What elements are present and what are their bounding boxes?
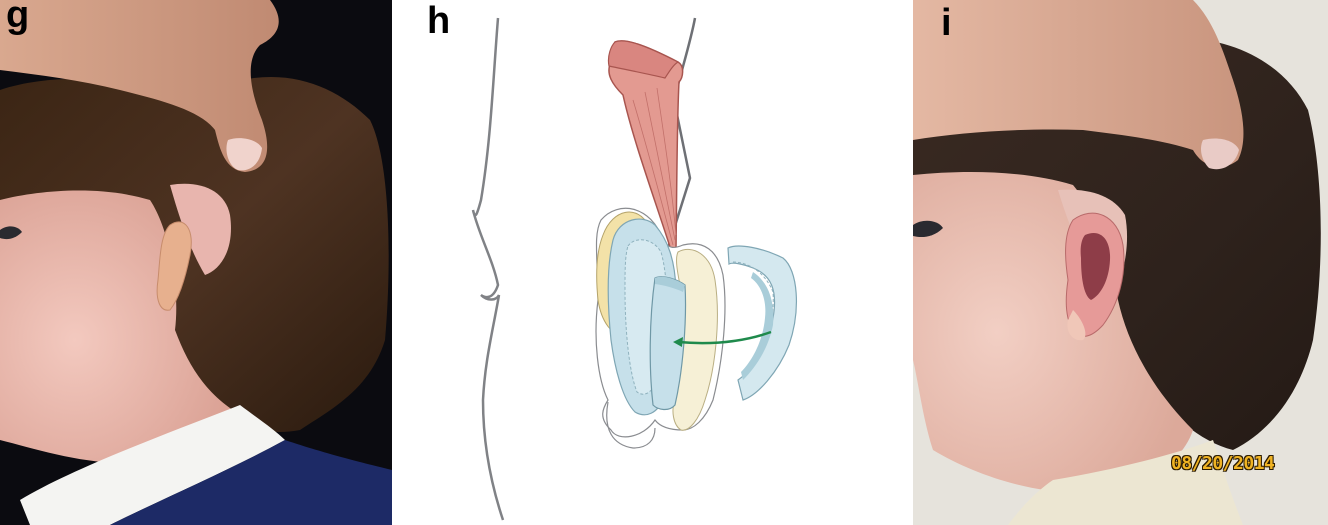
reconstructed-ear xyxy=(1065,212,1125,341)
preop-photo-illustration xyxy=(0,0,392,525)
panel-h-illustration: h xyxy=(393,0,911,525)
cartilage-graft-piece-icon xyxy=(727,245,797,401)
rotation-arrow-icon xyxy=(673,330,772,347)
panel-label-g: g xyxy=(6,0,30,36)
photo-date-stamp: 08/20/2014 xyxy=(1171,453,1275,474)
postop-photo-illustration xyxy=(913,0,1328,525)
ear-reconstruction-diagram xyxy=(471,17,797,521)
panel-g-preop-photo: g xyxy=(0,0,392,525)
head-profile-outline xyxy=(471,17,505,521)
temporoparietal-fascia-flap-icon xyxy=(607,40,684,251)
panel-i-postop-photo: i 08/20/2014 xyxy=(913,0,1328,525)
panel-label-h: h xyxy=(427,0,451,42)
panel-label-i: i xyxy=(941,2,952,44)
